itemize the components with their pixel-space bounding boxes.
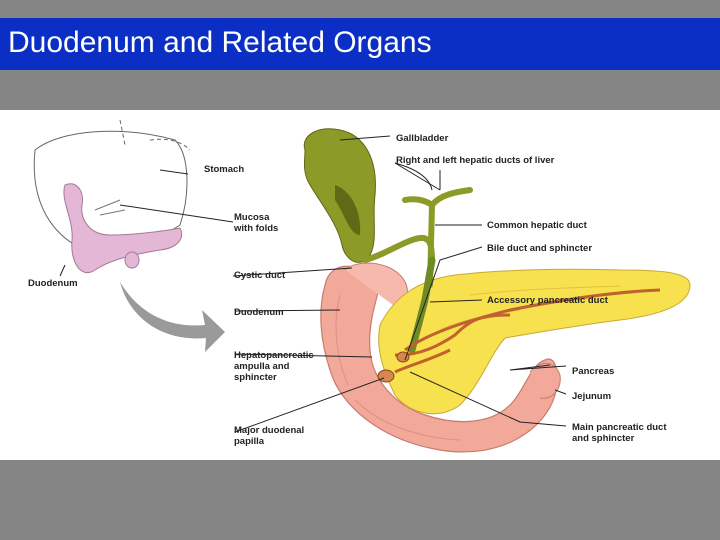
label-jejunum: Jejunum [572,391,612,402]
inset-sketch [33,119,191,273]
label-hepato-3: sphincter [234,372,277,383]
main-duct [394,313,511,357]
title-bar: Duodenum and Related Organs [0,18,720,70]
slide-title: Duodenum and Related Organs [8,26,432,59]
duodenum-shape [320,265,558,453]
pancreas-shape [378,268,691,415]
label-hepatic-ducts: Right and left hepatic ducts of liver [396,155,555,166]
label-duodenum-inset: Duodenum [28,278,78,289]
hepatic-ducts [362,187,473,288]
label-papilla-1: Major duodenal [234,425,305,436]
label-hepato-1: Hepatopancreatic [234,350,314,361]
label-mucosa-2: with folds [234,223,279,234]
label-cystic-duct: Cystic duct [234,270,286,281]
label-duodenum: Duodenum [234,307,284,318]
top-strip [0,0,720,18]
anatomy-figure: Stomach Mucosa with folds Duodenum Cysti… [0,110,720,460]
label-bile-duct: Bile duct and sphincter [487,243,593,254]
label-common-hepatic: Common hepatic duct [487,220,587,231]
anatomy-illustration [33,119,691,453]
label-papilla-2: papilla [234,436,265,447]
label-main-duct-1: Main pancreatic duct [572,422,667,433]
label-hepato-2: ampulla and [234,361,290,372]
label-gallbladder: Gallbladder [396,133,449,144]
label-main-duct-2: and sphincter [572,433,635,444]
inset-arrow [120,282,225,352]
jejunum-shape [529,362,561,399]
label-pancreas: Pancreas [572,366,615,377]
label-accessory-duct: Accessory pancreatic duct [487,295,608,306]
label-mucosa-1: Mucosa [234,212,270,223]
accessory-duct [404,288,661,352]
label-stomach: Stomach [204,164,245,175]
leader-lines [59,135,567,433]
